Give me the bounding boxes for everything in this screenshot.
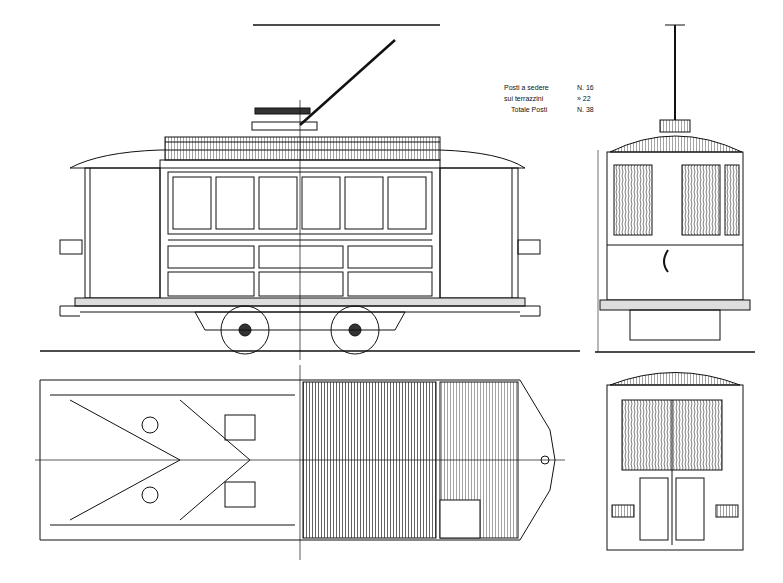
component (142, 487, 158, 503)
panel (259, 246, 343, 268)
headlamp (518, 240, 540, 254)
trolley-base (255, 108, 310, 114)
chassis-member (50, 395, 295, 396)
platform-left (85, 168, 160, 298)
window (173, 177, 211, 229)
car-end (607, 152, 743, 300)
window (259, 177, 297, 229)
handbrake (664, 250, 668, 272)
motor (225, 482, 255, 507)
panel (348, 246, 432, 268)
window (725, 165, 739, 235)
front-view (595, 25, 755, 352)
seat-count-note: N. 16 (576, 84, 595, 91)
panel (348, 272, 432, 296)
centre-line (300, 365, 301, 560)
rail-line (607, 245, 743, 246)
underframe (600, 300, 750, 310)
seat-count-note: N. 38 (576, 106, 595, 113)
window (388, 177, 426, 229)
trolley-pole (674, 25, 676, 130)
overhead-wire (665, 25, 685, 26)
platform-step (440, 500, 480, 538)
motor (225, 415, 255, 440)
dimension-line (598, 150, 599, 352)
trolley-pole (300, 40, 395, 125)
truck (630, 310, 720, 340)
roof-line (165, 142, 440, 143)
seat (716, 505, 738, 517)
component (142, 417, 158, 433)
trolley-base (660, 120, 690, 132)
trolley-stand (252, 122, 317, 130)
seat-count-note: sui terrazzini (503, 95, 544, 102)
panel (168, 272, 254, 296)
section-outline (607, 385, 743, 550)
window (302, 177, 340, 229)
seat (612, 505, 634, 517)
door-panel (640, 478, 668, 540)
door-panel (676, 478, 704, 540)
roof (70, 150, 525, 168)
seat-count-note: Posti a sedere (503, 84, 550, 91)
door-split (672, 400, 673, 545)
side-view (40, 25, 580, 360)
stanchion (90, 168, 91, 298)
platform-right (440, 168, 518, 298)
rail (595, 351, 755, 353)
centre-line (300, 100, 301, 360)
clerestory (165, 137, 440, 160)
chassis-member (50, 525, 295, 526)
seat-count-note: Totale Posti (510, 106, 548, 113)
window (345, 177, 383, 229)
stanchion (512, 168, 513, 298)
rail (40, 350, 580, 352)
plan-view (35, 365, 565, 560)
seat-count-note: » 22 (576, 95, 592, 102)
panel (259, 272, 343, 296)
roof (610, 136, 742, 152)
panel (168, 246, 254, 268)
window (682, 165, 720, 235)
window (614, 165, 652, 235)
roof (610, 373, 740, 386)
end-section (607, 373, 743, 551)
window (216, 177, 254, 229)
headlamp (60, 240, 82, 254)
overhead-wire (253, 24, 440, 26)
